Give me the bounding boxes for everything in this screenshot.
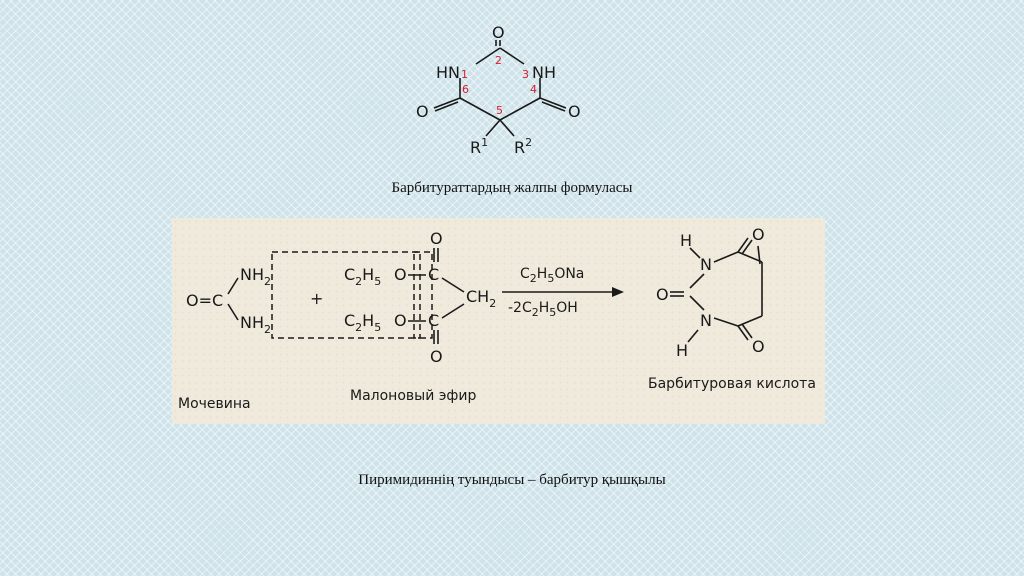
nh3-label: NH (532, 63, 556, 82)
urea-nh2-top: NH2 (240, 265, 271, 288)
plus-sign: + (310, 289, 323, 308)
label-barbituric-acid: Барбитуровая кислота (648, 376, 816, 392)
ester-o-carbonyl-bottom: O (430, 347, 443, 366)
eliminated-ethanol-box (271, 251, 421, 339)
caption-synthesis: Пиримидиннің туындысы – барбитур қышқылы (358, 472, 666, 488)
urea-carbonyl-label: O=C (186, 291, 223, 310)
locant-1: 1 (461, 68, 468, 81)
product-h-bottom: H (676, 341, 688, 360)
product-o-bottom: O (752, 337, 765, 356)
label-urea: Мочевина (178, 396, 251, 412)
reagent-bottom: -2C2H5OH (508, 300, 578, 319)
hn1-label: HN (436, 63, 460, 82)
locant-3: 3 (522, 68, 529, 81)
ester-o-carbonyl-top: O (430, 229, 443, 248)
ester-c-top: C (428, 265, 439, 284)
urea-nh2-bottom: NH2 (240, 313, 271, 336)
barbiturate-general-structure: O HN NH O O R1 R2 1 2 3 4 5 6 (400, 18, 600, 168)
product-n1: N (700, 255, 712, 274)
synthesis-scheme: O=C NH2 NH2 + C2H5 O C O CH2 C2H5 O C O … (172, 218, 825, 424)
ester-ch2: CH2 (466, 287, 496, 310)
o2-label: O (492, 23, 505, 42)
locant-5: 5 (496, 104, 503, 117)
product-h-top: H (680, 231, 692, 250)
ester-c2h5-bottom: C2H5 (344, 311, 381, 334)
ester-c2h5-top: C2H5 (344, 265, 381, 288)
r2-label: R2 (514, 136, 532, 157)
label-malonic-ester: Малоновый эфир (350, 388, 476, 404)
eliminated-group-box (413, 251, 433, 339)
locant-6: 6 (462, 83, 469, 96)
ester-o-top: O (394, 265, 407, 284)
o4-label: O (568, 102, 581, 121)
o6-label: O (416, 102, 429, 121)
ester-o-bottom: O (394, 311, 407, 330)
product-n3: N (700, 311, 712, 330)
product-o-c2: O (656, 285, 669, 304)
reagent-top: C2H5ONa (520, 266, 584, 285)
locant-2: 2 (495, 54, 502, 67)
ester-c-bottom: C (428, 311, 439, 330)
product-o-top: O (752, 225, 765, 244)
locant-4: 4 (530, 83, 537, 96)
caption-general-formula: Барбитураттардың жалпы формуласы (391, 180, 633, 196)
r1-label: R1 (470, 136, 488, 157)
